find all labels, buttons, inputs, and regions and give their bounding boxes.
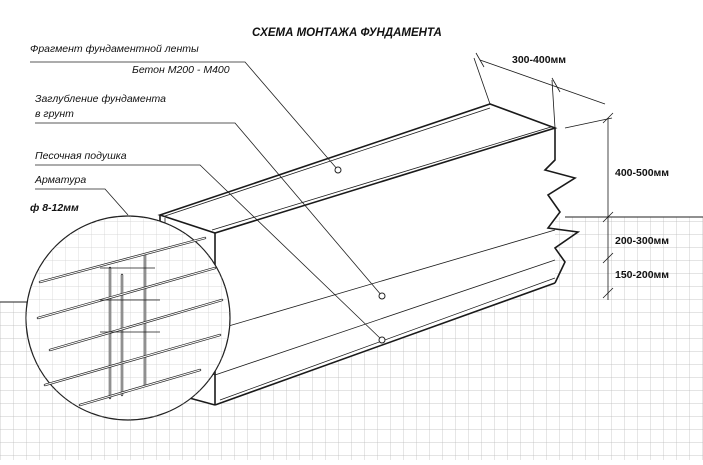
diagram-title: СХЕМА МОНТАЖА ФУНДАМЕНТА bbox=[252, 27, 442, 39]
label-sand: Песочная подушка bbox=[35, 150, 127, 162]
label-depth-2: в грунт bbox=[35, 108, 74, 120]
rebar-detail-circle bbox=[25, 215, 231, 421]
svg-text:150-200мм: 150-200мм bbox=[615, 269, 669, 281]
svg-text:400-500мм: 400-500мм bbox=[615, 167, 669, 179]
label-rebar: Арматура bbox=[34, 174, 86, 186]
width-dimension: 300-400мм bbox=[473, 52, 606, 129]
label-rebar-diameter: ф 8-12мм bbox=[30, 202, 79, 214]
label-fragment: Фрагмент фундаментной ленты bbox=[30, 43, 199, 55]
svg-text:300-400мм: 300-400мм bbox=[512, 54, 566, 66]
label-concrete: Бетон М200 - М400 bbox=[132, 64, 230, 76]
height-dimensions: 400-500мм 200-300мм 150-200мм bbox=[564, 112, 669, 300]
label-depth-1: Заглубление фундамента bbox=[35, 93, 166, 105]
svg-text:200-300мм: 200-300мм bbox=[615, 235, 669, 247]
